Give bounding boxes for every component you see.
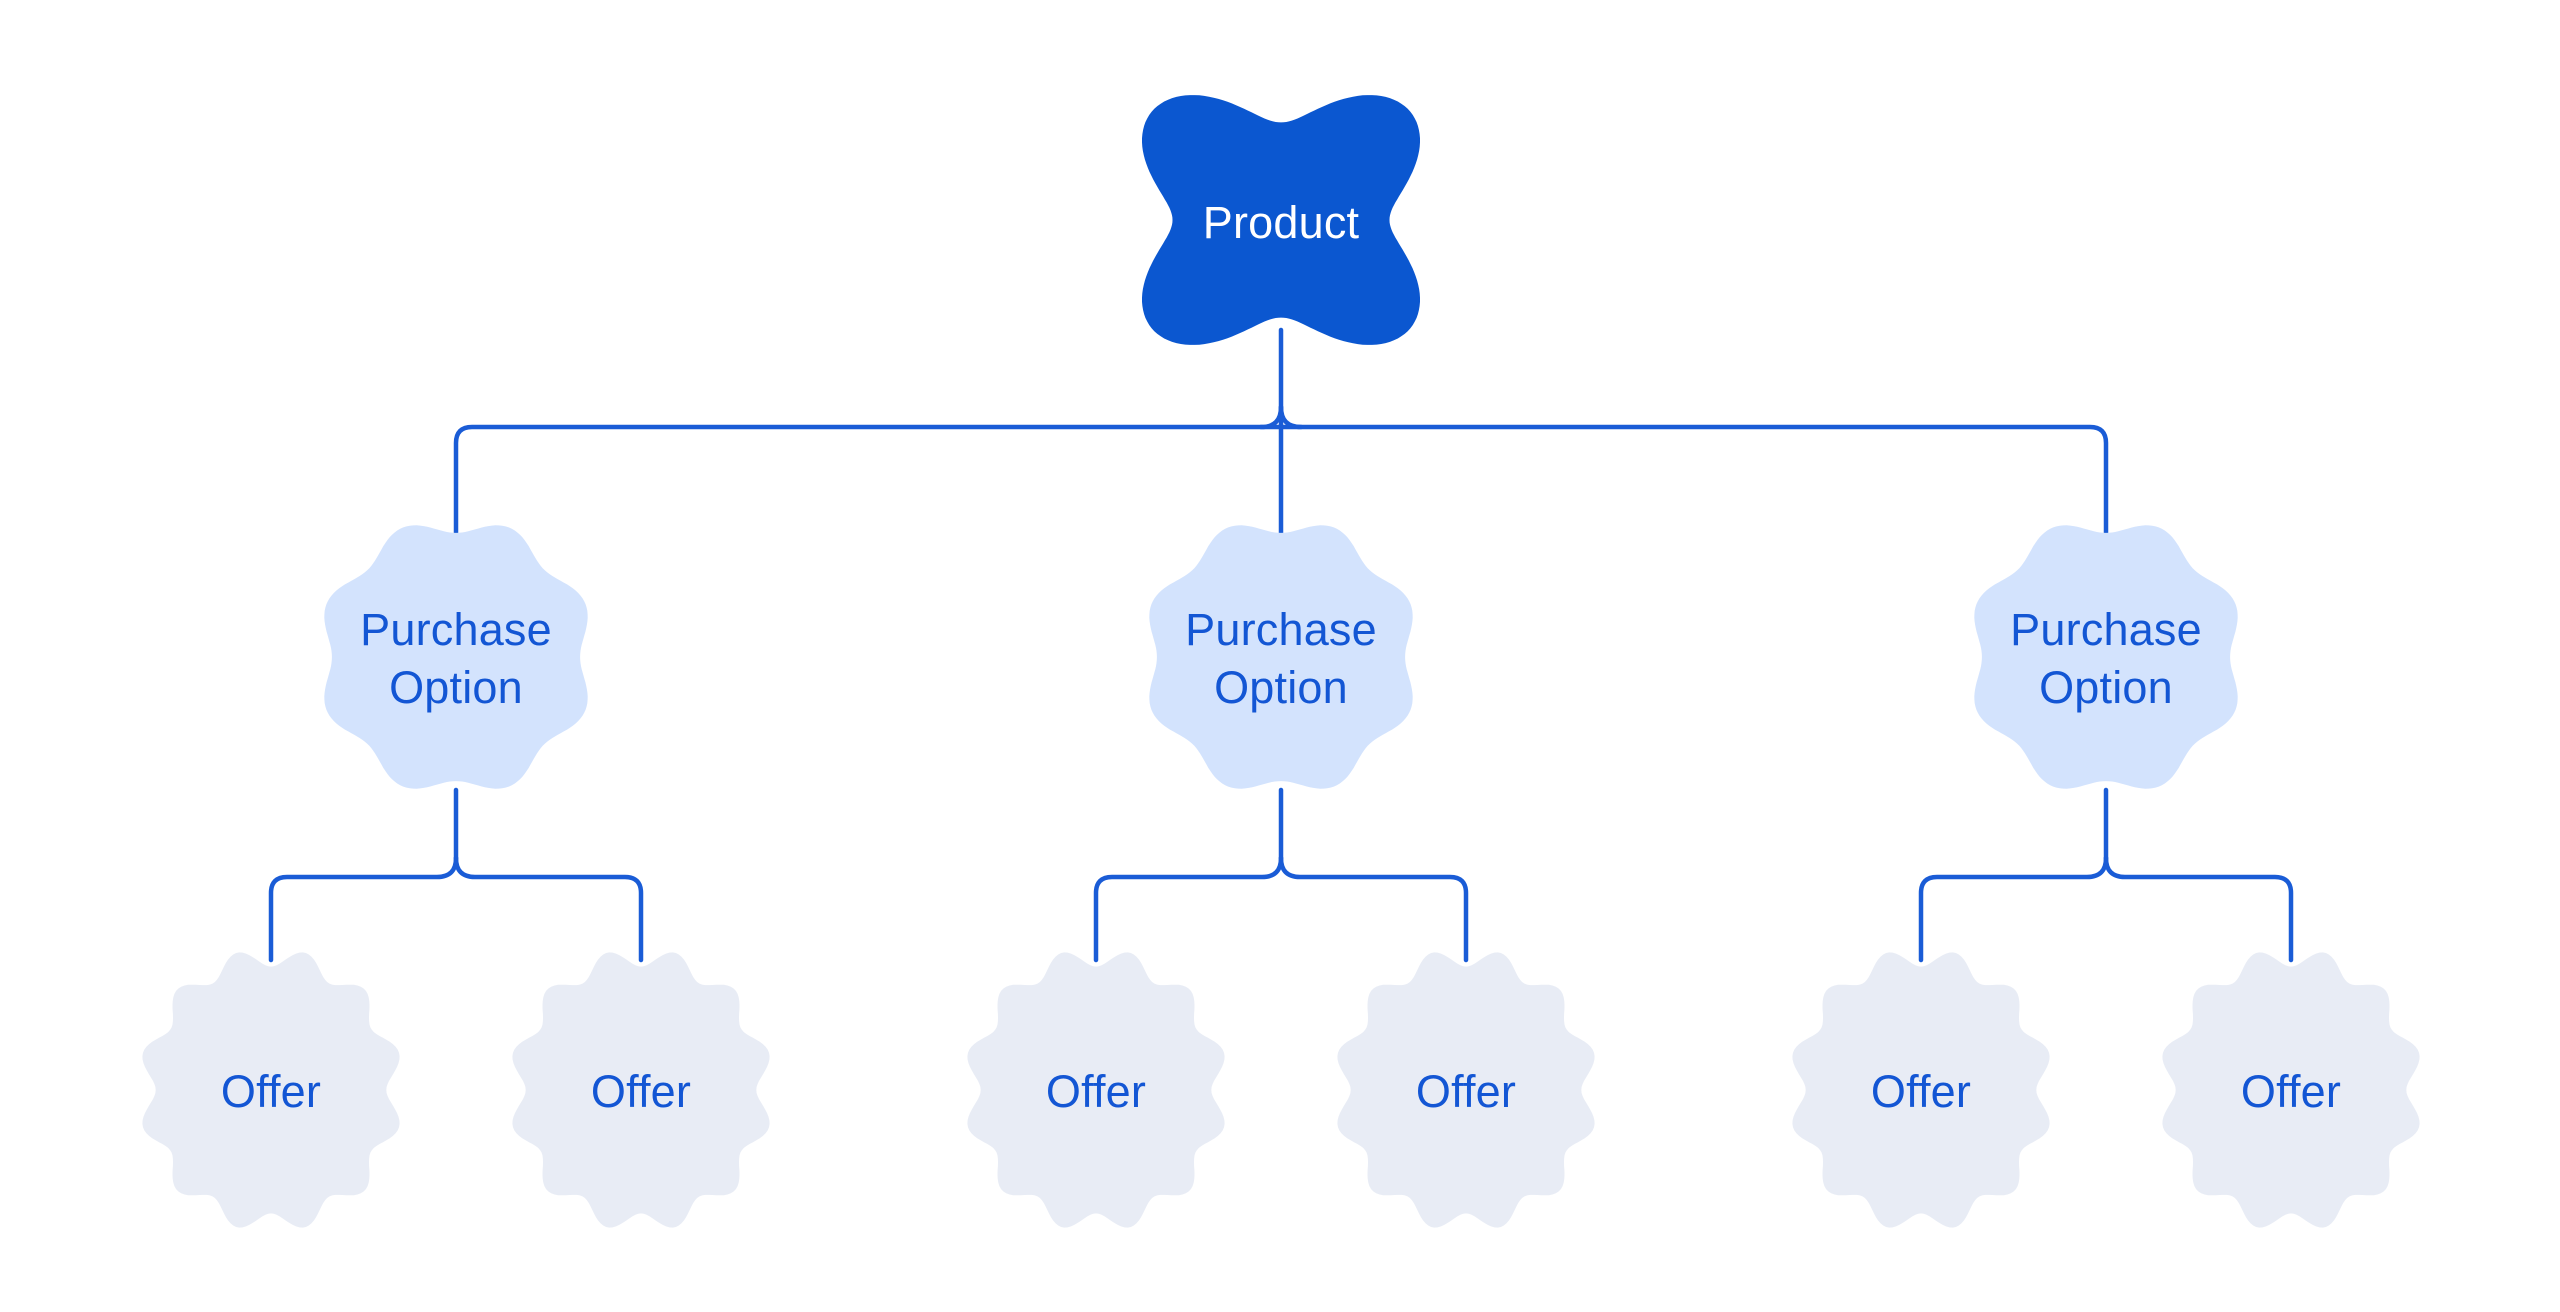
connector-fork-right-2 — [2103, 855, 2294, 963]
connector-fork-left-1 — [1093, 855, 1284, 963]
purchase-option-node-shape-1 — [1149, 525, 1413, 789]
offer-node-shape-0-1 — [512, 952, 770, 1228]
connector-fork-left-0 — [268, 855, 459, 963]
offer-node-shape-2-0 — [1792, 952, 2050, 1228]
offer-node-shape-2-1 — [2162, 952, 2420, 1228]
connector-junction-fillet-left — [1258, 404, 1284, 430]
connector-fork-right-1 — [1278, 855, 1469, 963]
connector-top-rail — [453, 424, 2109, 543]
offer-node-shape-0-0 — [142, 952, 400, 1228]
offer-node-shape-1-1 — [1337, 952, 1595, 1228]
connector-junction-fillet-right — [1278, 404, 1304, 430]
purchase-option-node-shape-0 — [324, 525, 588, 789]
product-node-shape — [1142, 95, 1420, 345]
connector-fork-right-0 — [453, 855, 644, 963]
connector-fork-left-2 — [1918, 855, 2109, 963]
purchase-option-node-shape-2 — [1974, 525, 2238, 789]
offer-node-shape-1-0 — [967, 952, 1225, 1228]
